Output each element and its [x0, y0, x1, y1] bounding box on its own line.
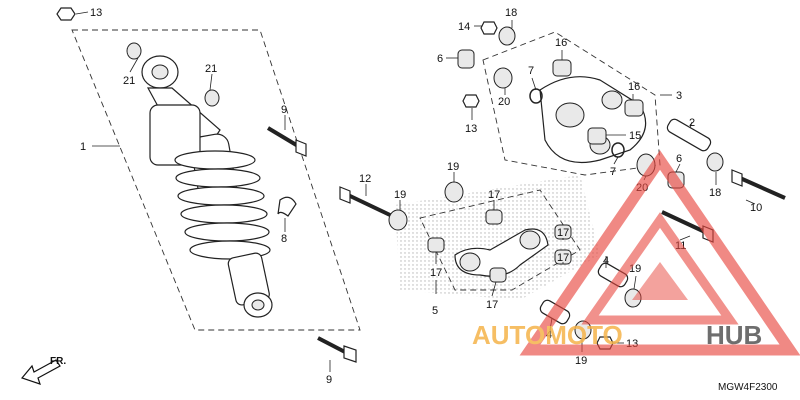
seal-19-left [388, 209, 408, 231]
dust-seal-21-upper [126, 42, 142, 60]
callout-14: 14 [458, 21, 470, 33]
callout-17-top: 17 [488, 189, 500, 201]
seal-19-upper [444, 181, 464, 203]
bolt-12 [339, 186, 391, 217]
nut-14 [480, 21, 498, 35]
callout-18-right: 18 [709, 187, 721, 199]
collar-16-a [552, 59, 572, 77]
collar-17-c [489, 267, 507, 283]
callout-2-collar: 2 [689, 117, 695, 129]
collar-16-b [624, 99, 644, 117]
leader-lines [75, 11, 756, 372]
watermark-triangle-logo [519, 150, 800, 356]
callout-8-label: 8 [281, 233, 287, 245]
callout-19-left: 19 [394, 189, 406, 201]
shock-arm-3 [539, 76, 647, 164]
callout-20-upper: 20 [498, 96, 510, 108]
bolt-10 [731, 169, 786, 200]
bearing-15 [587, 127, 607, 145]
collar-17-b [427, 237, 445, 253]
watermark-brand-right: HUB [706, 320, 762, 350]
callout-7-lower: 7 [610, 166, 616, 178]
callout-1-shock: 1 [80, 141, 86, 153]
callout-4-upper: 4 [603, 255, 609, 267]
collar-17-a [485, 209, 503, 225]
callout-10-bolt: 10 [750, 202, 762, 214]
bolt-9-upper [266, 126, 307, 157]
callout-19-lower: 19 [575, 355, 587, 367]
callout-17-left: 17 [430, 267, 442, 279]
callout-17-right-a: 17 [557, 227, 569, 239]
callout-4-lower: 4 [546, 329, 552, 341]
callout-16-upper: 16 [555, 37, 567, 49]
callout-9-lower: 9 [326, 374, 332, 386]
callout-18-top: 18 [505, 7, 517, 19]
dust-seal-21-lower [204, 89, 220, 107]
seal-20-upper [493, 67, 513, 89]
callout-5-link: 5 [432, 305, 438, 317]
watermark: AUTOMOTO HUB [472, 150, 800, 356]
linkage-shaded-area [395, 175, 600, 300]
callout-13-middle: 13 [465, 123, 477, 135]
callout-21-upper: 21 [123, 75, 135, 87]
seal-6-upper [457, 49, 475, 69]
front-direction-label: FR. [50, 356, 66, 367]
collar-2 [666, 118, 712, 152]
washer-18-right [706, 152, 724, 172]
washer-19-lower [574, 320, 592, 340]
callout-21-lower: 21 [205, 63, 217, 75]
bolt-9-lower [317, 336, 357, 363]
washer-18-upper [498, 26, 516, 46]
shock-assembly-frame [71, 29, 361, 331]
watermark-brand-left: AUTOMOTO [472, 320, 623, 350]
callout-15-bearing: 15 [629, 130, 641, 142]
shock-link-5 [454, 228, 549, 277]
callout-9-upper: 9 [281, 104, 287, 116]
diagram-code: MGW4F2300 [718, 382, 778, 393]
callout-13-top: 13 [90, 7, 102, 19]
front-direction-indicator: FR. [20, 356, 66, 385]
callout-6-right: 6 [676, 153, 682, 165]
callout-3-arm: 3 [676, 90, 682, 102]
nut-13-top [56, 7, 76, 21]
callout-7-upper: 7 [528, 65, 534, 77]
callout-19-upper: 19 [447, 161, 459, 173]
nut-13-middle [462, 94, 480, 108]
callout-6-upper: 6 [437, 53, 443, 65]
callout-12-bolt: 12 [359, 173, 371, 185]
callout-17-bottom: 17 [486, 299, 498, 311]
callout-16-right: 16 [628, 81, 640, 93]
front-arrow-icon [20, 359, 61, 385]
rear-shock-absorber [141, 55, 273, 318]
callout-17-right-b: 17 [557, 252, 569, 264]
caution-label-8 [277, 196, 297, 217]
